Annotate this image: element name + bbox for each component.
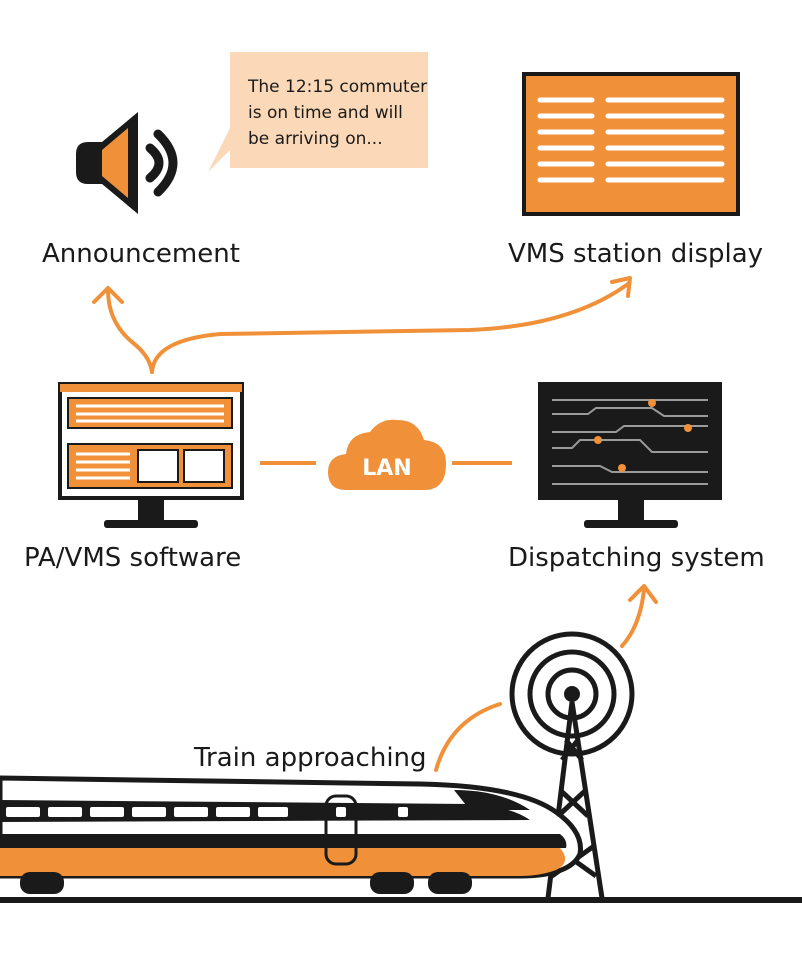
output-arrows [92,276,632,374]
vms-display-label: VMS station display [508,239,763,269]
bubble-line-3: be arriving on... [248,129,383,149]
lan-label: LAN [362,456,411,481]
pa-vms-software-label: PA/VMS software [24,543,241,573]
pa-monitor-icon [58,382,244,528]
dispatch-monitor-icon [538,382,722,528]
bubble-line-1: The 12:15 commuter [247,77,427,97]
speech-bubble: The 12:15 commuter is on time and will b… [208,52,428,172]
bubble-line-2: is on time and will [248,103,403,123]
lan-connection: LAN [260,419,512,490]
train-icon [0,775,583,894]
speaker-icon [76,112,178,214]
cloud-icon [328,419,446,490]
train-approaching-label: Train approaching [193,743,427,773]
train-signal-line [434,702,502,772]
dispatching-label: Dispatching system [508,543,765,573]
tower-signal-arrow [620,584,658,648]
announcement-label: Announcement [42,239,240,269]
vms-screen-icon [522,72,740,216]
